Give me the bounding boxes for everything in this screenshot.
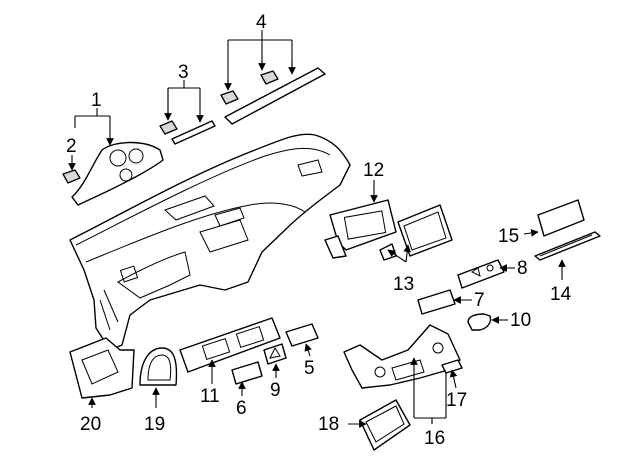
- callout-14: 14: [550, 284, 572, 305]
- gasket-19: [139, 347, 178, 386]
- callout-5: 5: [304, 358, 315, 379]
- switch-10: [467, 313, 492, 331]
- switch-bank-11: [179, 317, 281, 373]
- lower-panel-16: [343, 324, 461, 389]
- pad-14: [534, 231, 601, 261]
- callout-labels: 1 2 3 4 5 6 7 8 9 10 11 12 13 14 15 16 1…: [66, 12, 572, 449]
- callout-7: 7: [474, 290, 485, 311]
- callout-9: 9: [270, 380, 281, 401]
- callout-1: 1: [91, 90, 102, 111]
- callout-20: 20: [80, 414, 101, 435]
- callout-8: 8: [517, 258, 528, 279]
- callout-3: 3: [178, 62, 189, 83]
- callout-19: 19: [144, 414, 165, 435]
- callout-10: 10: [510, 310, 531, 331]
- callout-17: 17: [446, 390, 467, 411]
- bracket-17: [441, 359, 463, 374]
- leader-lines: [68, 30, 566, 428]
- callout-2: 2: [66, 136, 77, 157]
- cluster-bezel: [71, 141, 164, 206]
- callout-6: 6: [236, 398, 247, 419]
- switch-panel-8: [457, 259, 505, 289]
- trim-strip-3: [159, 120, 216, 145]
- hazard-button-9: [263, 343, 287, 365]
- callout-4: 4: [256, 12, 267, 33]
- callout-18: 18: [318, 414, 339, 435]
- callout-11: 11: [200, 386, 220, 407]
- center-vent-12: [324, 199, 397, 259]
- cover-15: [537, 199, 585, 237]
- instrument-panel: [69, 133, 351, 351]
- defroster-strip-4: [220, 67, 326, 125]
- callout-15: 15: [498, 226, 519, 247]
- callout-16: 16: [424, 428, 445, 449]
- side-panel-20: [69, 337, 135, 399]
- clip-2: [62, 169, 81, 184]
- callout-12: 12: [363, 160, 384, 181]
- cover-5: [285, 323, 319, 347]
- callout-13: 13: [393, 274, 414, 295]
- trim-7: [417, 289, 456, 315]
- bin-18: [359, 399, 411, 451]
- switch-6: [231, 361, 263, 385]
